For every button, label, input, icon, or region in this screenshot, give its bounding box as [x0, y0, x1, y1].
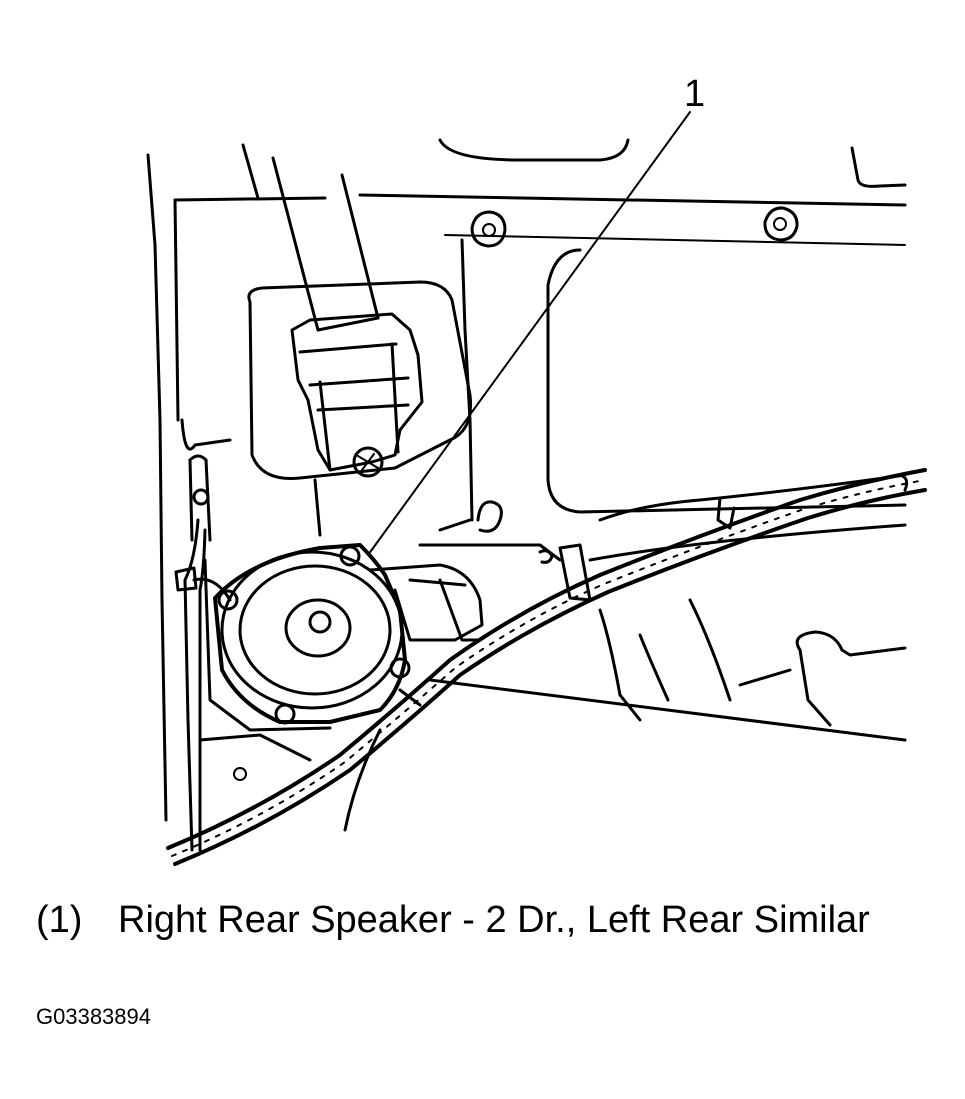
- speaker-icon: [213, 543, 411, 725]
- callout-1: 1: [367, 73, 705, 556]
- caption-text: Right Rear Speaker - 2 Dr., Left Rear Si…: [118, 899, 870, 941]
- speaker-location-diagram: 1: [146, 73, 927, 866]
- seat-belt: [241, 143, 380, 332]
- body-panel-outline: [146, 138, 907, 822]
- bolt-icon: [470, 210, 507, 248]
- inner-panel: [198, 238, 909, 832]
- bolt-icon: [763, 206, 799, 242]
- seat-belt-retractor-icon: [247, 280, 473, 537]
- wire-harness-conduit: [166, 468, 927, 866]
- wire-harness-left: [174, 454, 232, 852]
- caption-number: (1): [36, 899, 83, 941]
- callout-number: 1: [684, 73, 705, 115]
- figure-id: G03383894: [36, 1004, 151, 1029]
